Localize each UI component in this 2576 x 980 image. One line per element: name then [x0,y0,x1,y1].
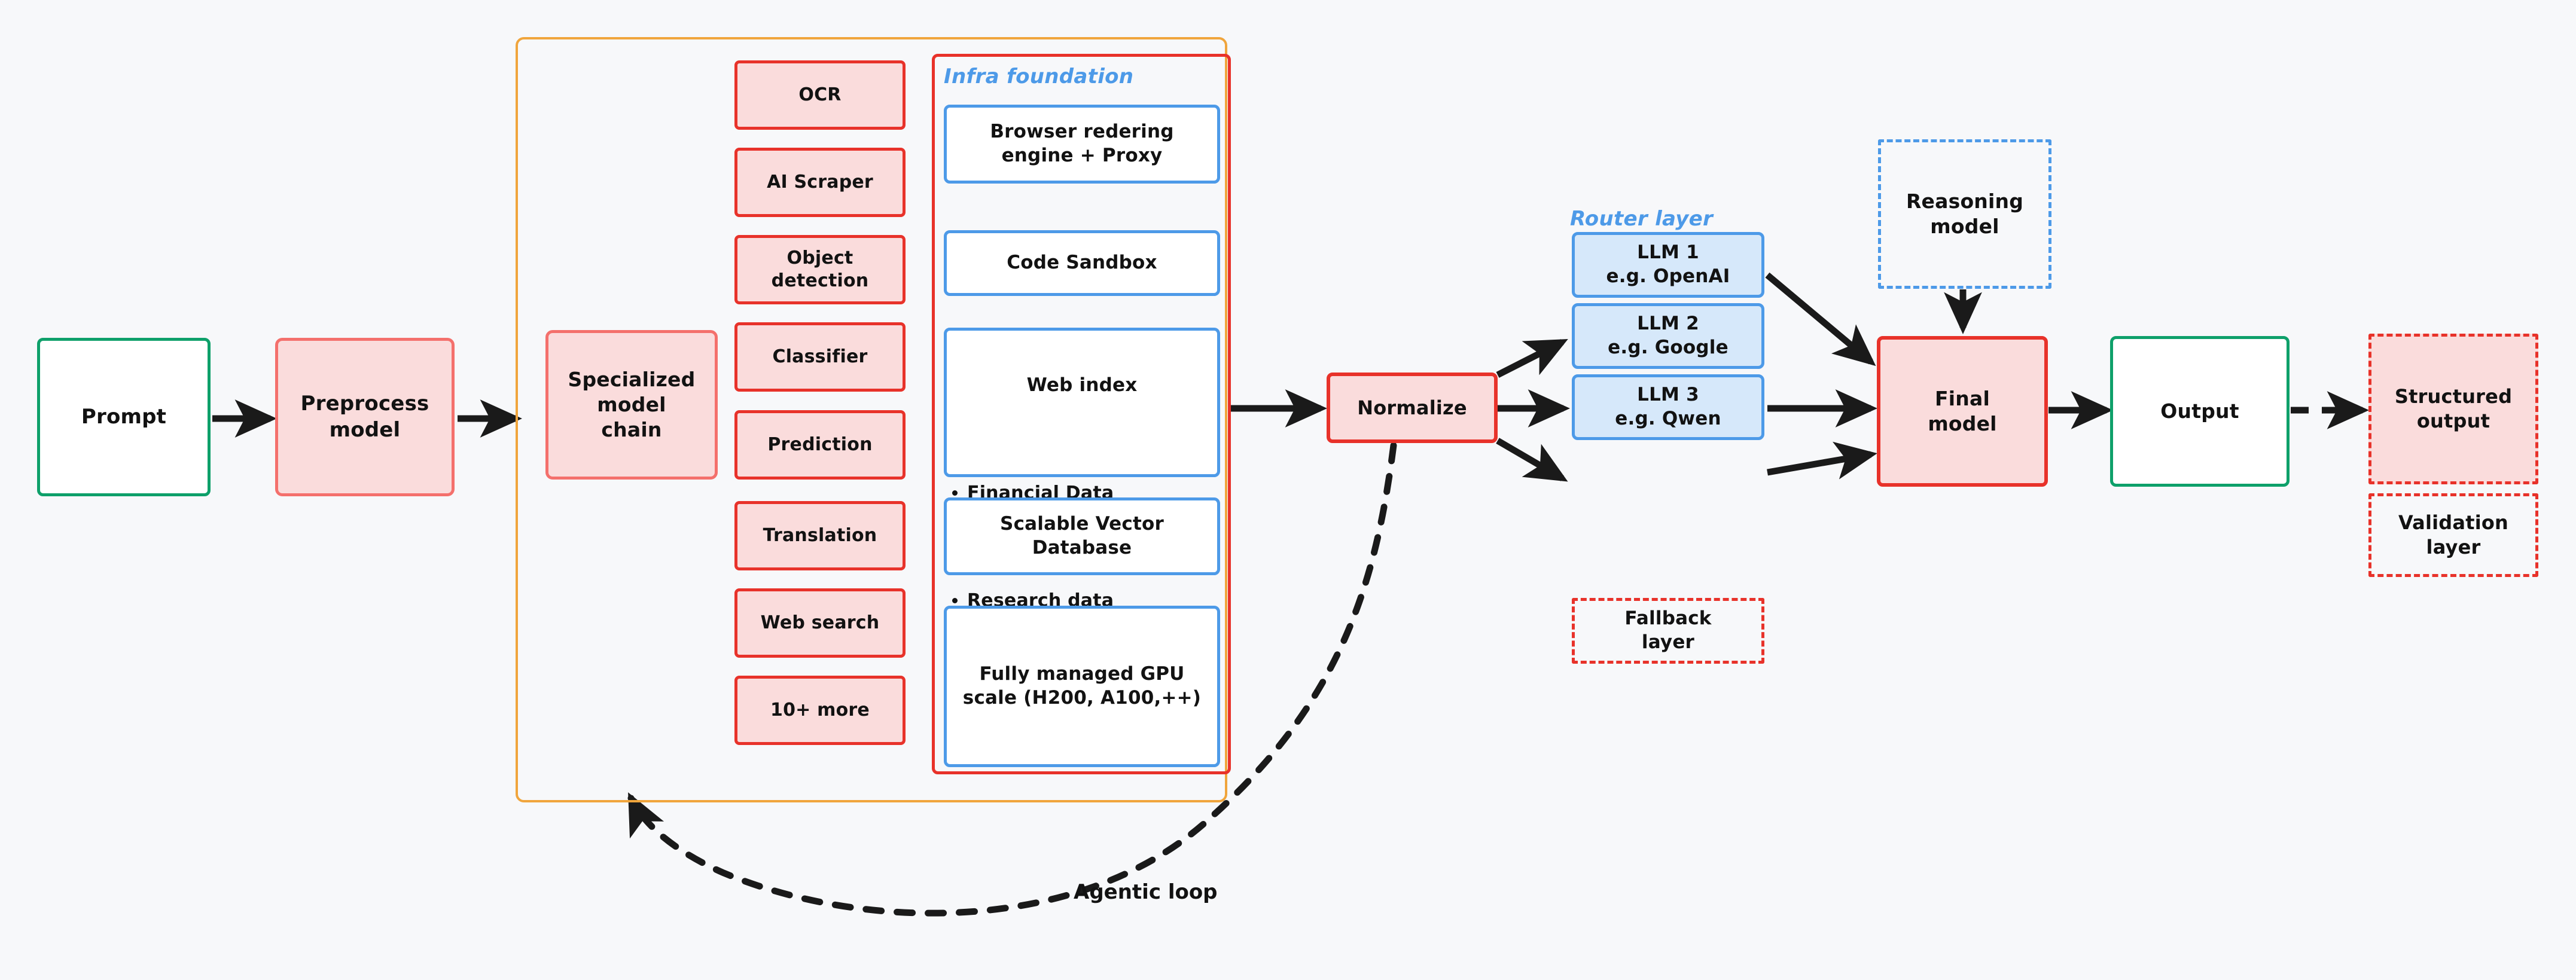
router-llm-1[interactable]: LLM 1 e.g. OpenAI [1572,232,1764,298]
node-normalize[interactable]: Normalize [1327,373,1498,443]
infra-foundation-container [932,54,1231,774]
node-specialized-model-chain[interactable]: Specialized model chain [545,330,718,480]
node-preprocess-model[interactable]: Preprocess model [275,338,455,496]
specialized-model-translation[interactable]: Translation [734,501,906,570]
node-prompt[interactable]: Prompt [37,338,211,496]
arrow-llm1-to-final [1765,272,1876,367]
infra-foundation-title: Infra foundation [944,65,1134,88]
node-reasoning-model[interactable]: Reasoning model [1878,139,2051,289]
specialized-model-more[interactable]: 10+ more [734,676,906,745]
infra-item-browser-rendering[interactable]: Browser redering engine + Proxy [944,105,1220,184]
node-final-model[interactable]: Final model [1877,336,2048,487]
infra-item-vector-database[interactable]: Scalable Vector Database [944,497,1220,575]
infra-item-web-index[interactable]: Web index Financial Data Public SERP dat… [944,328,1220,611]
router-layer-title: Router layer [1570,207,1714,231]
router-llm-3[interactable]: LLM 3 e.g. Qwen [1572,374,1764,440]
arrow-normalize-to-llm3 [1496,438,1568,482]
infra-web-index-title: Web index [1026,374,1138,396]
specialized-model-ocr[interactable]: OCR [734,60,906,130]
agentic-loop-label: Agentic loop [1074,880,1218,904]
specialized-chain-container [516,37,1227,802]
node-output[interactable]: Output [2110,336,2290,487]
infra-item-code-sandbox[interactable]: Code Sandbox [944,230,1220,296]
specialized-model-classifier[interactable]: Classifier [734,322,906,392]
arrow-normalize-to-llm1 [1496,339,1568,378]
specialized-model-prediction[interactable]: Prediction [734,410,906,480]
specialized-model-ai-scraper[interactable]: AI Scraper [734,148,906,217]
specialized-model-object-detection[interactable]: Object detection [734,235,906,304]
infra-item-gpu-scale[interactable]: Fully managed GPU scale (H200, A100,++) [944,606,1220,767]
router-fallback-layer[interactable]: Fallback layer [1572,598,1764,664]
router-llm-2[interactable]: LLM 2 e.g. Google [1572,303,1764,369]
specialized-model-web-search[interactable]: Web search [734,588,906,658]
node-validation-layer[interactable]: Validation layer [2368,493,2538,577]
arrow-llm3-to-final [1767,441,1877,480]
node-structured-output[interactable]: Structured output [2368,334,2538,484]
